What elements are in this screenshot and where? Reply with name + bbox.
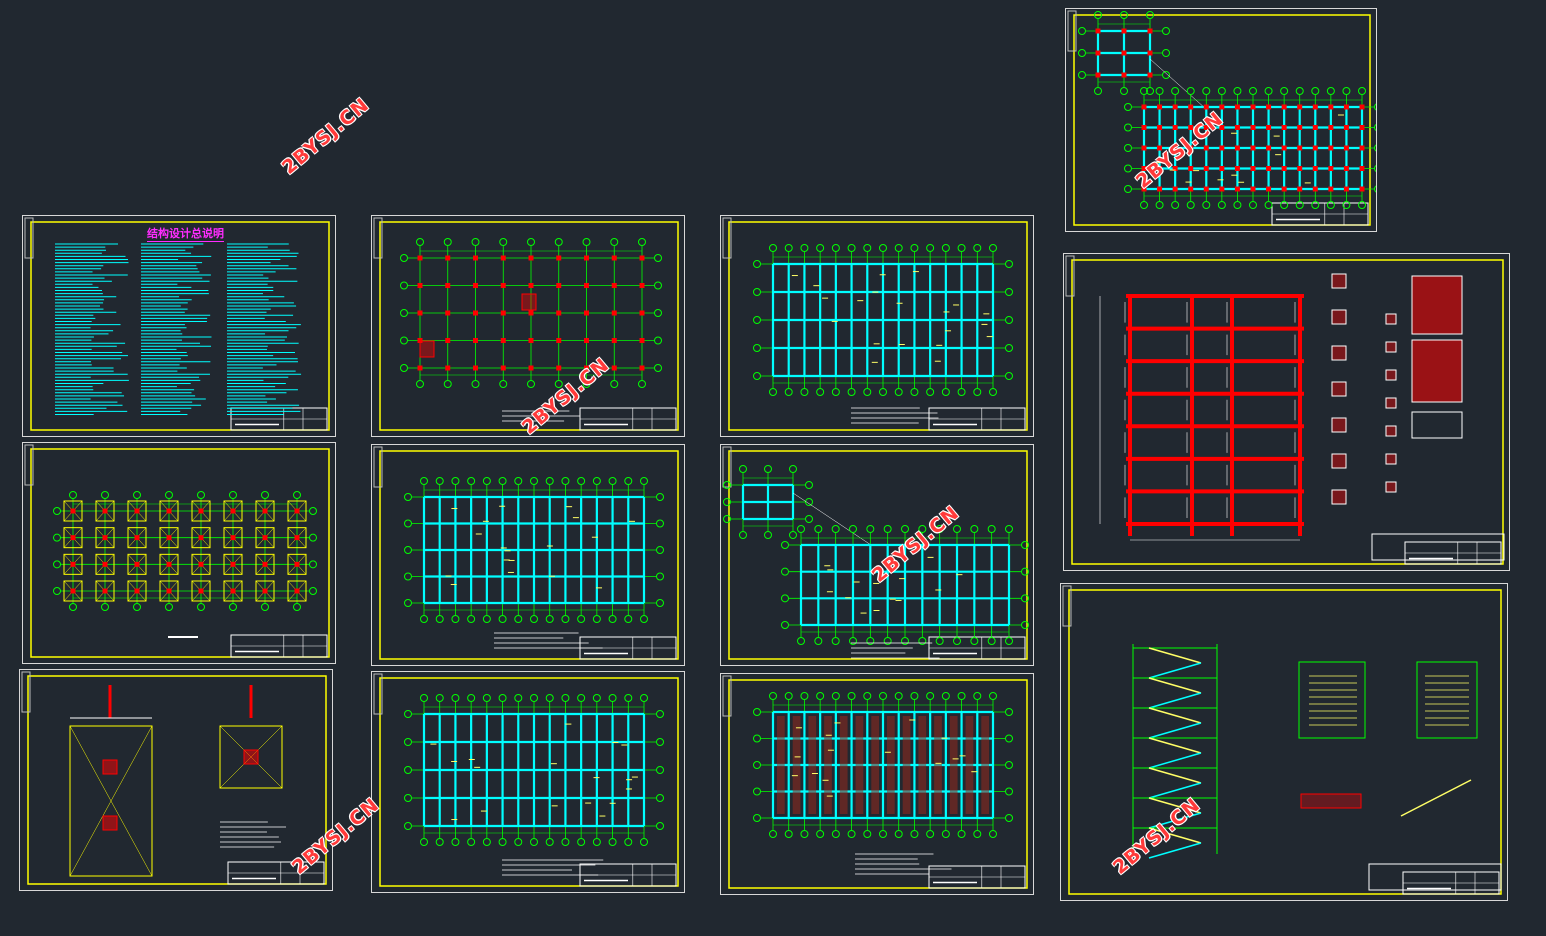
- sheet-floor-slab-plan-2-drawing: [372, 672, 684, 892]
- sheet-floor-beam-plan-1[interactable]: [720, 215, 1034, 437]
- sheet-stair-slab-plan-drawing: [721, 445, 1033, 665]
- sheet-column-layout-plan-drawing: [372, 216, 684, 436]
- sheet-floor-beam-plan-1-drawing: [721, 216, 1033, 436]
- sheet-floor-slab-plan-1-drawing: [372, 445, 684, 665]
- sheet-column-layout-plan[interactable]: [371, 215, 685, 437]
- sheet-frame-elevation-drawing: [1064, 254, 1509, 570]
- sheet-floor-slab-plan-1[interactable]: [371, 444, 685, 666]
- sheet-footing-details[interactable]: [19, 669, 333, 891]
- sheet-footing-details-drawing: [20, 670, 332, 890]
- sheet-stair-slab-plan[interactable]: [720, 444, 1034, 666]
- sheet-floor-slab-plan-2[interactable]: [371, 671, 685, 893]
- general-notes-title: 结构设计总说明: [147, 225, 224, 242]
- sheet-general-notes-drawing: [23, 216, 335, 436]
- sheet-foundation-plan[interactable]: [22, 442, 336, 664]
- sheet-roof-rebar-plan-drawing: [721, 674, 1033, 894]
- sheet-frame-elevation[interactable]: [1063, 253, 1510, 571]
- sheet-general-notes[interactable]: 结构设计总说明: [22, 215, 336, 437]
- sheet-roof-rebar-plan[interactable]: [720, 673, 1034, 895]
- sheet-foundation-plan-drawing: [23, 443, 335, 663]
- watermark-1: 2BYSJ.CN: [278, 94, 374, 179]
